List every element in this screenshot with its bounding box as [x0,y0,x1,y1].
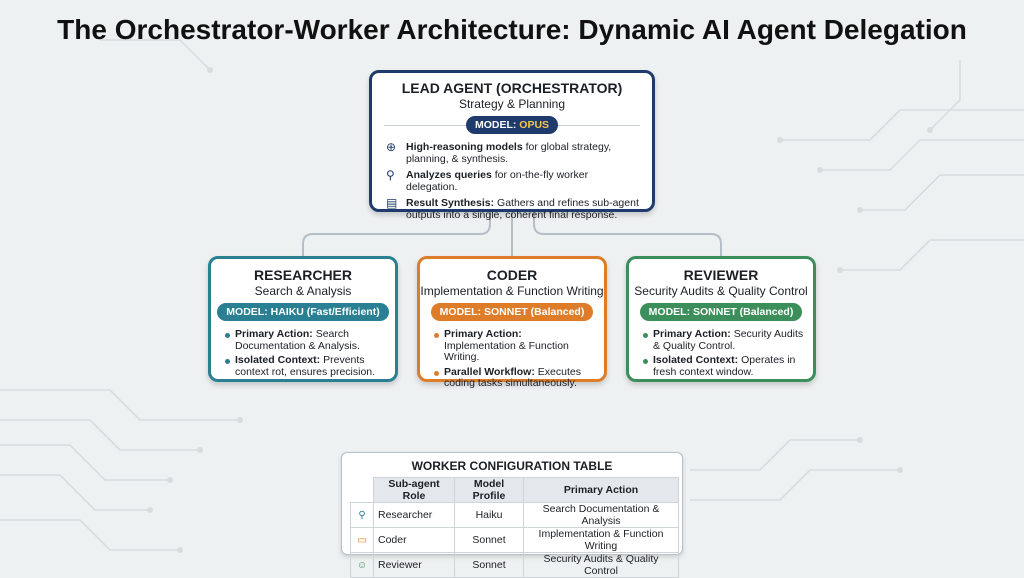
point-bold: Isolated Context: [653,354,739,366]
researcher-point: Isolated Context: Prevents context rot, … [225,354,387,378]
point-text: Gathers and refines sub-agent outputs in… [406,197,639,221]
researcher-title: RESEARCHER [253,267,352,283]
point-bold: Isolated Context: [235,354,321,366]
page-title: The Orchestrator-Worker Architecture: Dy… [57,14,967,45]
col-header: Model Profile [454,477,524,503]
reviewer-title: REVIEWER [683,267,759,283]
point-text: Executes coding tasks simultaneously. [444,365,581,389]
search-people-icon: ⚲ [386,168,395,182]
coder-points: Primary Action: Implementation & Functio… [434,328,596,390]
worker-config-table: Sub-agent Role Model Profile Primary Act… [350,477,679,578]
worker-config-table-card: WORKER CONFIGURATION TABLE Sub-agent Rol… [341,452,683,578]
reviewer-point: Primary Action: Security Audits & Qualit… [643,328,805,352]
lead-point: ▤ Result Synthesis: Gathers and refines … [386,197,642,221]
lead-agent-subtitle: Strategy & Planning [458,97,566,111]
point-text: for on-the-fly worker delegation. [406,169,589,193]
model-cell: Sonnet [454,527,524,553]
role-cell: Coder [373,527,455,553]
action-cell: Search Documentation & Analysis [523,502,679,528]
col-header: Sub-agent Role [373,477,455,503]
shield-user-icon: ☺ [350,552,374,578]
table-title: WORKER CONFIGURATION TABLE [411,459,613,473]
model-cell: Sonnet [454,552,524,578]
researcher-card: RESEARCHER Search & Analysis MODEL: HAIK… [208,256,398,382]
coder-model-badge: MODEL: SONNET (Balanced) [430,303,594,321]
lead-point: ⚲ Analyzes queries for on-the-fly worker… [386,169,642,193]
table-row: ⚲ Researcher Haiku Search Documentation … [350,502,679,528]
role-cell: Reviewer [373,552,455,578]
role-cell: Researcher [373,502,455,528]
lead-agent-card: LEAD AGENT (ORCHESTRATOR) Strategy & Pla… [369,70,655,221]
reviewer-badge-row: MODEL: SONNET (Balanced) [629,302,813,322]
coder-point: Parallel Workflow: Executes coding tasks… [434,365,596,390]
magnifier-icon: ⚲ [350,502,374,528]
model-cell: Haiku [454,502,524,528]
lead-agent-title: LEAD AGENT (ORCHESTRATOR) [401,80,623,96]
researcher-model-badge: MODEL: HAIKU (Fast/Efficient) [217,303,389,321]
reviewer-point: Isolated Context: Operates in fresh cont… [643,354,805,378]
point-bold: Analyzes queries [406,169,492,181]
point-text: Security Audits & Quality Control. [653,328,804,352]
coder-point: Primary Action: Implementation & Functio… [434,328,596,364]
reviewer-subtitle: Security Audits & Quality Control [634,284,808,298]
document-check-icon: ▤ [386,196,398,210]
researcher-subtitle: Search & Analysis [254,284,352,298]
reviewer-card: REVIEWER Security Audits & Quality Contr… [626,256,816,382]
point-text: for global strategy, planning, & synthes… [406,141,612,165]
point-bold: Parallel Workflow: [444,365,535,378]
reviewer-model-badge: MODEL: SONNET (Balanced) [639,303,803,321]
brain-icon: ⊕ [386,140,397,154]
table-row: ▭ Coder Sonnet Implementation & Function… [350,527,679,553]
table-row: ☺ Reviewer Sonnet Security Audits & Qual… [350,552,679,578]
reviewer-points: Primary Action: Security Audits & Qualit… [643,328,805,378]
col-header: Primary Action [523,477,679,503]
badge-model: OPUS [519,119,550,131]
coder-badge-row: MODEL: SONNET (Balanced) [420,302,604,322]
point-bold: High-reasoning models [406,141,523,153]
point-bold: Result Synthesis: [406,197,495,209]
lead-model-badge: MODEL: OPUS [465,116,559,134]
coder-title: CODER [486,267,538,283]
point-bold: Primary Action: [444,328,522,340]
point-text: Prevents context rot, ensures precision. [235,354,376,378]
lead-points: ⊕ High-reasoning models for global strat… [386,141,642,221]
action-cell: Implementation & Function Writing [523,527,679,553]
badge-prefix: MODEL: [474,119,520,131]
coder-subtitle: Implementation & Function Writing [420,284,604,298]
lead-point: ⊕ High-reasoning models for global strat… [386,141,642,165]
coder-card: CODER Implementation & Function Writing … [417,256,607,389]
researcher-points: Primary Action: Search Documentation & A… [225,328,387,378]
point-bold: Primary Action: [653,328,731,340]
lead-model-badge-row: MODEL: OPUS [372,115,652,135]
point-text: Search Documentation & Analysis. [235,328,360,352]
code-window-icon: ▭ [350,527,374,553]
table-header-row: Sub-agent Role Model Profile Primary Act… [350,477,679,503]
action-cell: Security Audits & Quality Control [523,552,679,578]
point-text: Implementation & Function Writing. [444,339,569,363]
researcher-point: Primary Action: Search Documentation & A… [225,328,387,352]
point-bold: Primary Action: [235,328,313,340]
researcher-badge-row: MODEL: HAIKU (Fast/Efficient) [211,302,395,322]
point-text: Operates in fresh context window. [653,354,796,378]
icon-header [350,477,374,503]
